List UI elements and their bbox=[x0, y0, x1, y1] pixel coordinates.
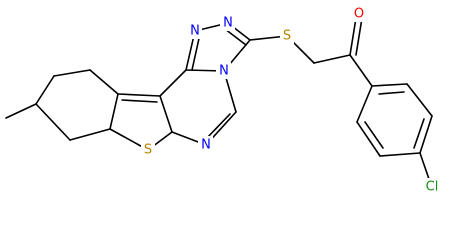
atom-n-pyrimidine: N bbox=[198, 136, 213, 153]
atom-n-triazole-1: N bbox=[187, 22, 202, 39]
atom-s-thioether: S bbox=[280, 27, 294, 44]
atom-label-n: N bbox=[219, 64, 229, 79]
atom-o-carbonyl: O bbox=[352, 5, 367, 22]
atom-label-cl: Cl bbox=[426, 180, 439, 195]
bond-lines bbox=[5, 17, 433, 183]
atom-labels: N N N N S S O Cl bbox=[141, 5, 442, 195]
atom-label-s: S bbox=[144, 143, 152, 158]
atom-label-n: N bbox=[190, 24, 200, 39]
atom-n-triazole-2: N bbox=[220, 14, 235, 31]
atom-label-o: O bbox=[354, 7, 364, 22]
atom-label-n: N bbox=[201, 138, 211, 153]
molecule-diagram: N N N N S S O Cl bbox=[5, 5, 442, 195]
atom-label-n: N bbox=[223, 16, 233, 31]
atom-label-s: S bbox=[283, 29, 291, 44]
atom-s-thiophene: S bbox=[141, 141, 155, 158]
atom-n-bridge: N bbox=[216, 62, 231, 79]
atom-cl: Cl bbox=[422, 178, 442, 195]
